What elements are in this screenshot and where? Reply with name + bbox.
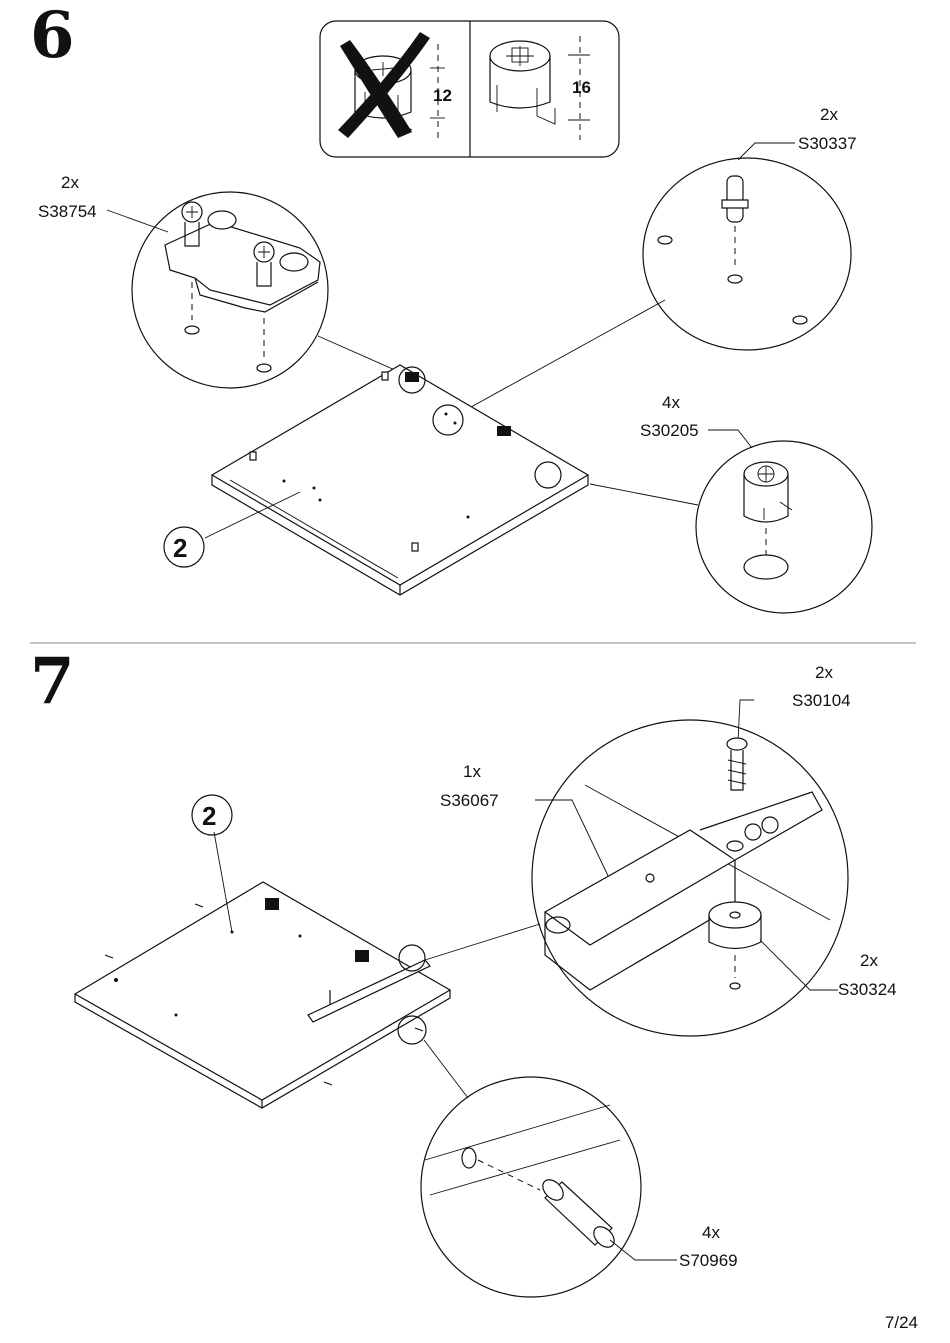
correct-cam-lock-icon [489, 36, 590, 140]
callout-code-s70969: S70969 [679, 1251, 738, 1270]
callout-code-s36067: S36067 [440, 791, 499, 810]
dowel-detail-circle [461, 142, 852, 413]
cam-lock-detail-circle [589, 429, 873, 614]
callout-code-s30324: S30324 [838, 980, 897, 999]
callout-code-s30337: S30337 [798, 134, 857, 153]
step-number-6: 6 [30, 0, 75, 73]
callout-qty-s36067: 1x [463, 762, 481, 781]
callout-qty-s70969: 4x [702, 1223, 720, 1242]
callout-qty-s30324: 2x [860, 951, 878, 970]
callout-qty-s30104: 2x [815, 663, 833, 682]
cam-lock-comparison-panel [319, 20, 620, 158]
wooden-dowel-detail-circle [420, 1076, 677, 1298]
step-number-7: 7 [30, 644, 75, 719]
step7-panel [73, 794, 541, 1109]
hinge-detail-circle [106, 191, 405, 389]
panel-reference-step7: 2 [202, 801, 217, 831]
callout-code-s30104: S30104 [792, 691, 851, 710]
dimension-wrong: 12 [433, 86, 452, 105]
callout-code-s38754: S38754 [38, 202, 97, 221]
page-number: 7/24 [884, 1313, 918, 1332]
callout-qty-s30337: 2x [820, 105, 838, 124]
callout-qty-s38754: 2x [61, 173, 79, 192]
dimension-right: 16 [572, 78, 591, 97]
panel-reference-step6: 2 [173, 533, 188, 563]
step6-panel [163, 364, 590, 596]
wrong-cam-lock-icon [338, 32, 445, 140]
runner-detail-circle [531, 699, 849, 1037]
callout-code-s30205: S30205 [640, 421, 699, 440]
callout-qty-s30205: 4x [662, 393, 680, 412]
